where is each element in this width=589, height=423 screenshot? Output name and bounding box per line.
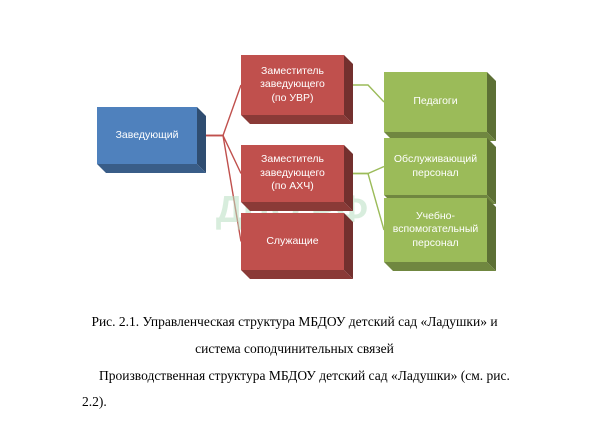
node-support-side xyxy=(487,198,496,271)
figure-caption-line-2: система соподчинительных связей xyxy=(195,341,394,356)
node-head-bottom xyxy=(97,164,206,173)
node-deputy-ahch-label: Заместитель заведующего (по АХЧ) xyxy=(260,153,325,193)
node-deputy-ahch-side xyxy=(344,145,353,211)
node-employees-label: Служащие xyxy=(266,234,319,247)
node-head-label: Заведующий xyxy=(115,128,179,141)
figure-caption-line-1: Рис. 2.1. Управленческая структура МБДОУ… xyxy=(91,314,498,329)
node-deputy-ahch-face xyxy=(241,145,344,202)
node-deputy-uvr: Заместитель заведующего (по УВР) xyxy=(241,55,353,124)
node-deputy-uvr-label: Заместитель заведующего (по УВР) xyxy=(260,64,325,104)
node-deputy-uvr-bottom xyxy=(241,115,353,124)
node-deputy-uvr-face xyxy=(241,55,344,115)
paragraph-line-2: 2.2). xyxy=(82,394,107,409)
node-support: Учебно- вспомогательный персонал xyxy=(384,198,496,271)
node-deputy-ahch-bottom xyxy=(241,202,353,211)
node-support-face xyxy=(384,198,487,262)
node-service-face xyxy=(384,138,487,195)
node-support-bottom xyxy=(384,262,496,271)
node-teachers-label: Педагоги xyxy=(413,95,458,108)
node-head: Заведующий xyxy=(97,107,206,173)
node-teachers-face xyxy=(384,72,487,132)
node-employees-bottom xyxy=(241,270,353,279)
node-employees-face xyxy=(241,213,344,270)
node-employees: Служащие xyxy=(241,213,353,279)
diagram-nodes: Заведующий Заместитель заведующего (по УВ… xyxy=(97,55,496,279)
node-service-side xyxy=(487,138,496,204)
node-support-label: Учебно- вспомогательный персонал xyxy=(392,209,479,249)
node-head-side xyxy=(197,107,206,173)
node-teachers: Педагоги xyxy=(384,72,496,141)
node-employees-side xyxy=(344,213,353,279)
node-deputy-uvr-side xyxy=(344,55,353,124)
paragraph-line-1: Производственная структура МБДОУ детский… xyxy=(99,368,510,383)
node-service-label: Обслуживающий персонал xyxy=(393,152,478,179)
node-deputy-ahch: Заместитель заведующего (по АХЧ) xyxy=(241,145,353,211)
node-head-face xyxy=(97,107,197,164)
node-teachers-side xyxy=(487,72,496,141)
node-service: Обслуживающий персонал xyxy=(384,138,496,204)
